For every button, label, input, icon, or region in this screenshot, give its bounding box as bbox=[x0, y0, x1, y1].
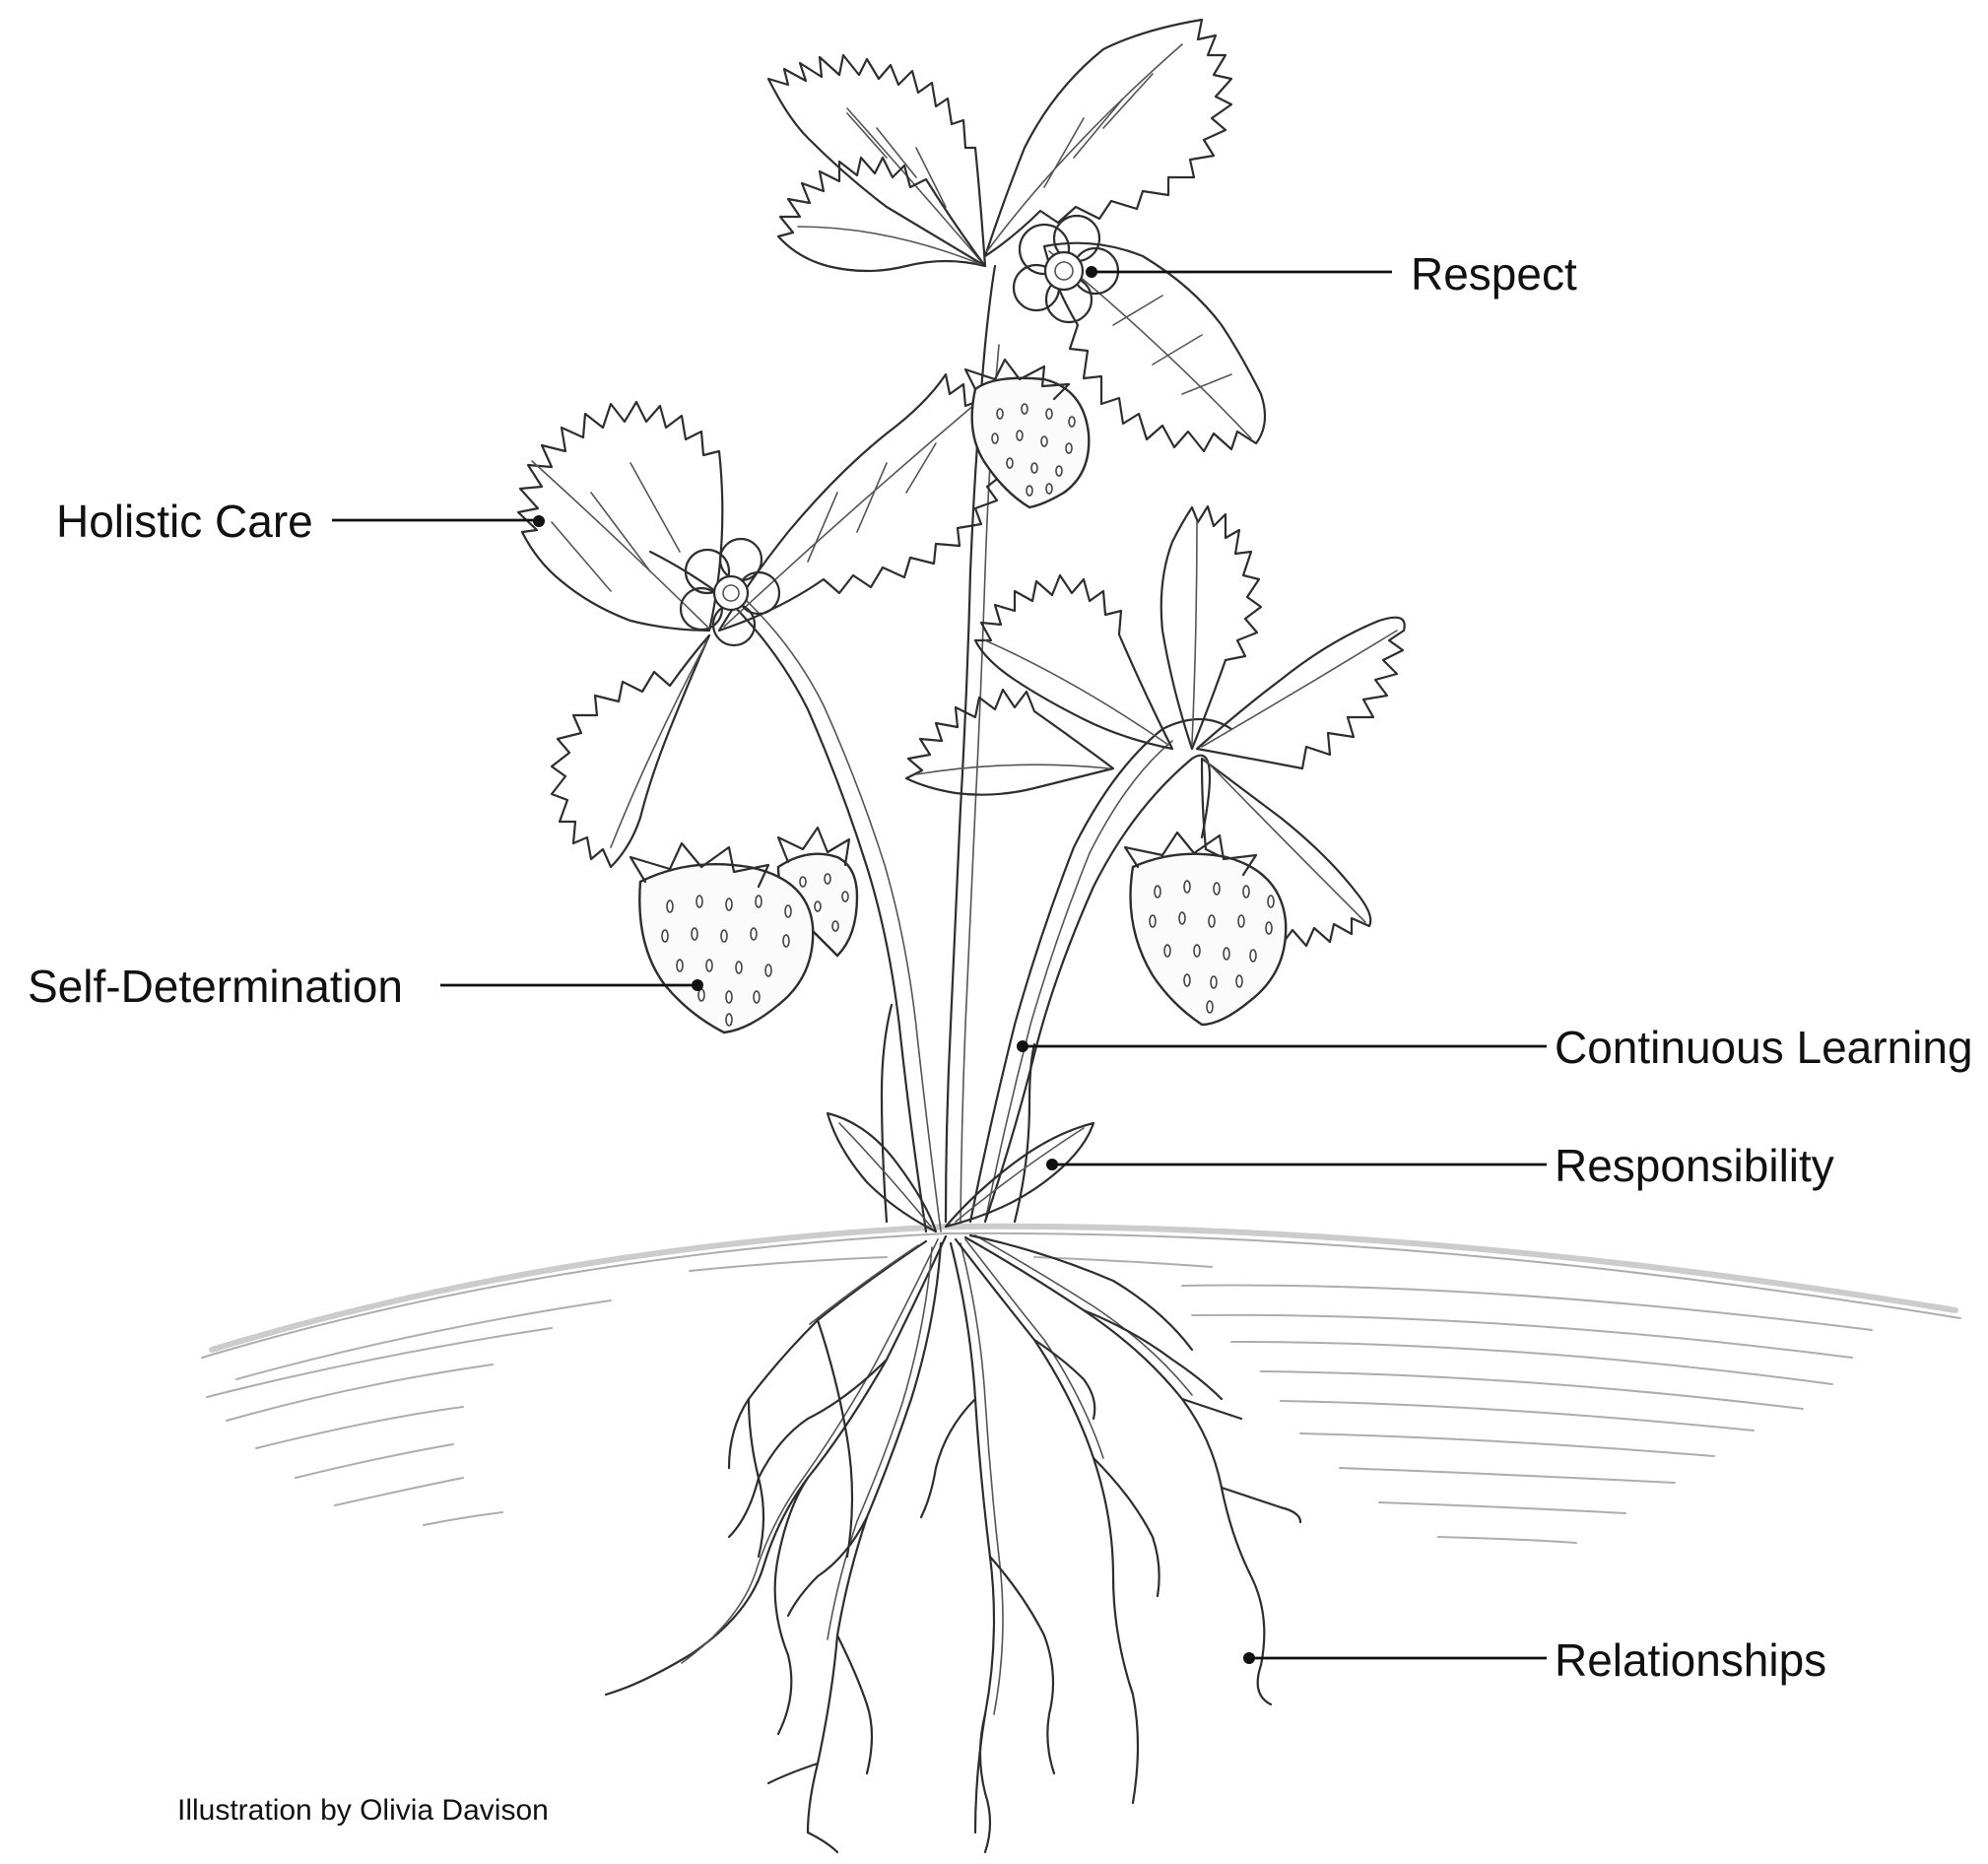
strawberry-top bbox=[965, 360, 1089, 507]
leader-relationships-dot bbox=[1243, 1652, 1255, 1664]
illustration-credit: Illustration by Olivia Davison bbox=[177, 1796, 549, 1826]
leader-self-determination-dot bbox=[692, 979, 703, 991]
strawberry-right bbox=[1125, 832, 1286, 1025]
leader-respect-dot bbox=[1086, 266, 1097, 278]
label-responsibility: Responsibility bbox=[1555, 1143, 1834, 1188]
leader-continuous-learning-dot bbox=[1017, 1040, 1028, 1052]
leader-holistic-care-dot bbox=[533, 515, 545, 527]
flower-left bbox=[681, 539, 779, 645]
ground-soil bbox=[202, 1227, 1960, 1543]
flower-top bbox=[1014, 216, 1118, 322]
label-relationships: Relationships bbox=[1555, 1637, 1826, 1683]
label-continuous-learning: Continuous Learning bbox=[1555, 1025, 1973, 1070]
leader-responsibility-dot bbox=[1046, 1159, 1058, 1170]
stems bbox=[650, 266, 1231, 1232]
label-respect: Respect bbox=[1411, 251, 1577, 297]
strawberries bbox=[630, 360, 1286, 1032]
label-self-determination: Self-Determination bbox=[28, 964, 403, 1009]
label-holistic-care: Holistic Care bbox=[56, 499, 313, 544]
roots bbox=[606, 1235, 1300, 1852]
